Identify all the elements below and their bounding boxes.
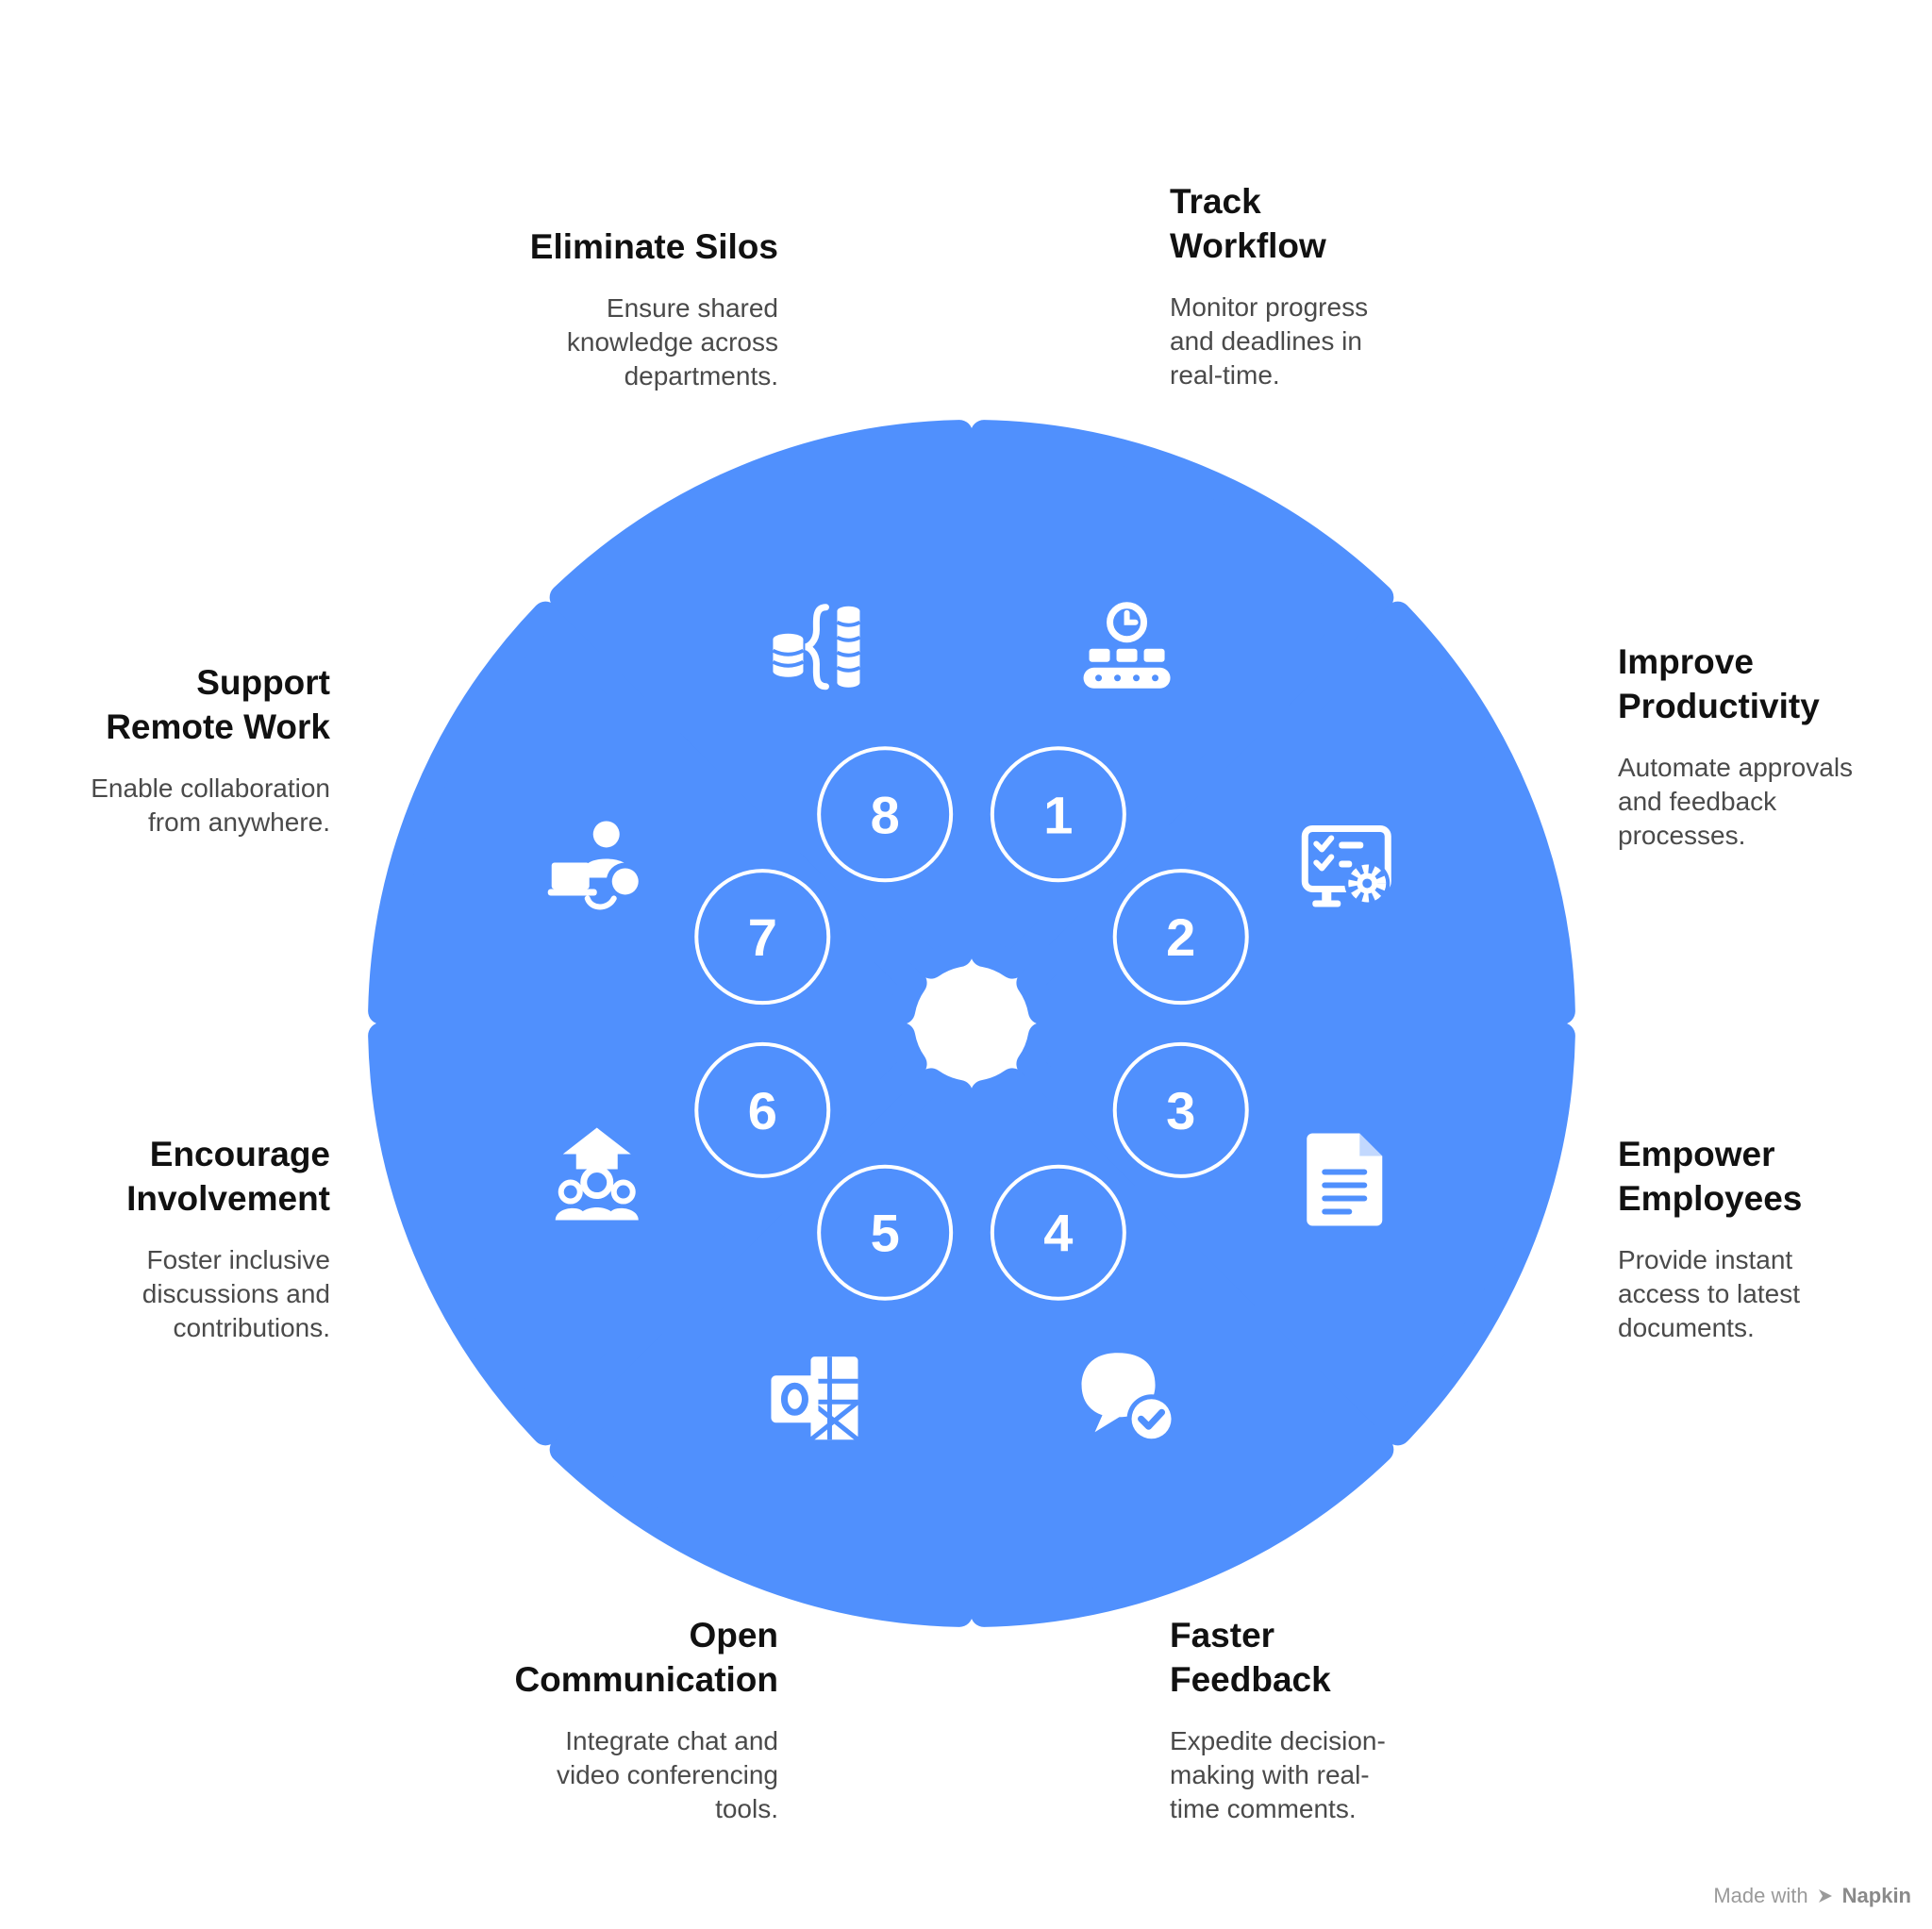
badge-number: 6 (748, 1081, 777, 1140)
segment-description: Automate approvals and feedback processe… (1618, 753, 1854, 850)
segment-description: Expedite decision-making with real-time … (1170, 1726, 1386, 1823)
badge-circle (694, 1041, 831, 1178)
badge-3: 3 (1112, 1041, 1249, 1178)
label-improve-productivity: Improve Productivity Automate approvals … (1618, 640, 1932, 853)
badge-circle (990, 1164, 1126, 1301)
badge-number: 2 (1166, 907, 1195, 967)
segment-title: Open Communication (514, 1616, 778, 1699)
label-open-communication: Open Communication Integrate chat and vi… (439, 1613, 778, 1826)
badge-number: 8 (871, 785, 900, 844)
monitor-checklist-gear-icon (1301, 824, 1391, 907)
watermark: Made with Napkin (1713, 1884, 1911, 1908)
badge-circle (1112, 1041, 1249, 1178)
database-brackets-icon (772, 604, 861, 690)
badge-circle (817, 1164, 954, 1301)
label-empower-employees: Empower Employees Provide instant access… (1618, 1132, 1932, 1345)
laptop-user-icon (547, 821, 644, 910)
badge-number: 4 (1043, 1204, 1073, 1263)
chat-check-icon (1081, 1353, 1176, 1444)
segment-title: Empower Employees (1618, 1135, 1803, 1218)
watermark-prefix: Made with (1713, 1884, 1808, 1907)
badge-number: 7 (748, 907, 777, 967)
napkin-logo-icon (1818, 1889, 1832, 1903)
segment-title: Eliminate Silos (529, 227, 778, 266)
segment-description: Foster inclusive discussions and contrib… (142, 1245, 330, 1342)
segment-description: Enable collaboration from anywhere. (91, 773, 330, 837)
segment-title: Encourage Involvement (126, 1135, 330, 1218)
segment-description: Ensure shared knowledge across departmen… (566, 293, 778, 391)
badge-circle (817, 746, 954, 883)
badge-1: 1 (990, 746, 1126, 883)
badge-number: 3 (1166, 1081, 1195, 1140)
document-icon (1307, 1133, 1383, 1226)
segment-title: Support Remote Work (106, 663, 330, 746)
segment-title: Improve Productivity (1618, 642, 1820, 725)
badge-6: 6 (694, 1041, 831, 1178)
label-eliminate-silos: Eliminate Silos Ensure shared knowledge … (439, 224, 778, 393)
conveyor-clock-icon (1083, 602, 1171, 689)
badge-number: 1 (1043, 785, 1073, 844)
segment-title: Track Workflow (1170, 182, 1326, 265)
group-house-icon (555, 1127, 639, 1221)
label-support-remote-work: Support Remote Work Enable collaboration… (0, 660, 330, 840)
segment-description: Monitor progress and deadlines in real-t… (1170, 292, 1369, 390)
badge-circle (990, 746, 1126, 883)
segment-description: Integrate chat and video conferencing to… (556, 1726, 778, 1823)
segment-title: Faster Feedback (1170, 1616, 1331, 1699)
badge-4: 4 (990, 1164, 1126, 1301)
segment-description: Provide instant access to latest documen… (1618, 1245, 1800, 1342)
outlook-icon (771, 1356, 860, 1442)
badge-circle (1112, 869, 1249, 1006)
label-faster-feedback: Faster Feedback Expedite decision-making… (1170, 1613, 1509, 1826)
label-track-workflow: Track Workflow Monitor progress and dead… (1170, 179, 1509, 392)
watermark-brand: Napkin (1841, 1884, 1911, 1907)
badge-5: 5 (817, 1164, 954, 1301)
badge-7: 7 (694, 869, 831, 1006)
label-encourage-involvement: Encourage Involvement Foster inclusive d… (0, 1132, 330, 1345)
badge-number: 5 (871, 1204, 900, 1263)
badge-8: 8 (817, 746, 954, 883)
badge-circle (694, 869, 831, 1006)
badge-2: 2 (1112, 869, 1249, 1006)
